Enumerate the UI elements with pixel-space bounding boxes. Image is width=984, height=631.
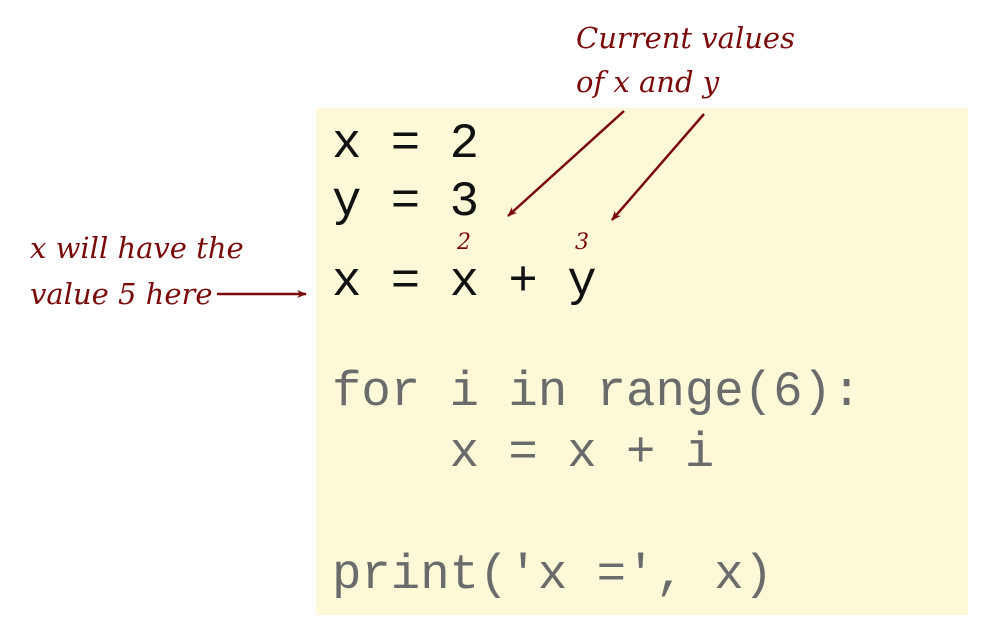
annotation-x-value-1: x will have the — [30, 231, 244, 265]
annotation-x-value-2: value 5 here — [30, 277, 213, 311]
x-value-label: 2 — [457, 230, 471, 255]
code-line-7: print('x =', x) — [332, 547, 774, 603]
code-line-2: y = 3 — [332, 174, 480, 230]
code-line-4: for i in range(6): — [332, 364, 862, 420]
code-panel — [316, 108, 968, 615]
annotation-current-values-1: Current values — [576, 21, 795, 55]
code-line-1: x = 2 — [332, 116, 480, 172]
arrow-to-y — [611, 113, 705, 221]
code-line-5: x = x + i — [332, 425, 715, 481]
y-value-label: 3 — [575, 230, 589, 255]
annotation-current-values-2: of x and y — [576, 65, 720, 99]
arrow-to-x — [507, 110, 625, 217]
code-line-3: x = x + y — [332, 254, 597, 310]
